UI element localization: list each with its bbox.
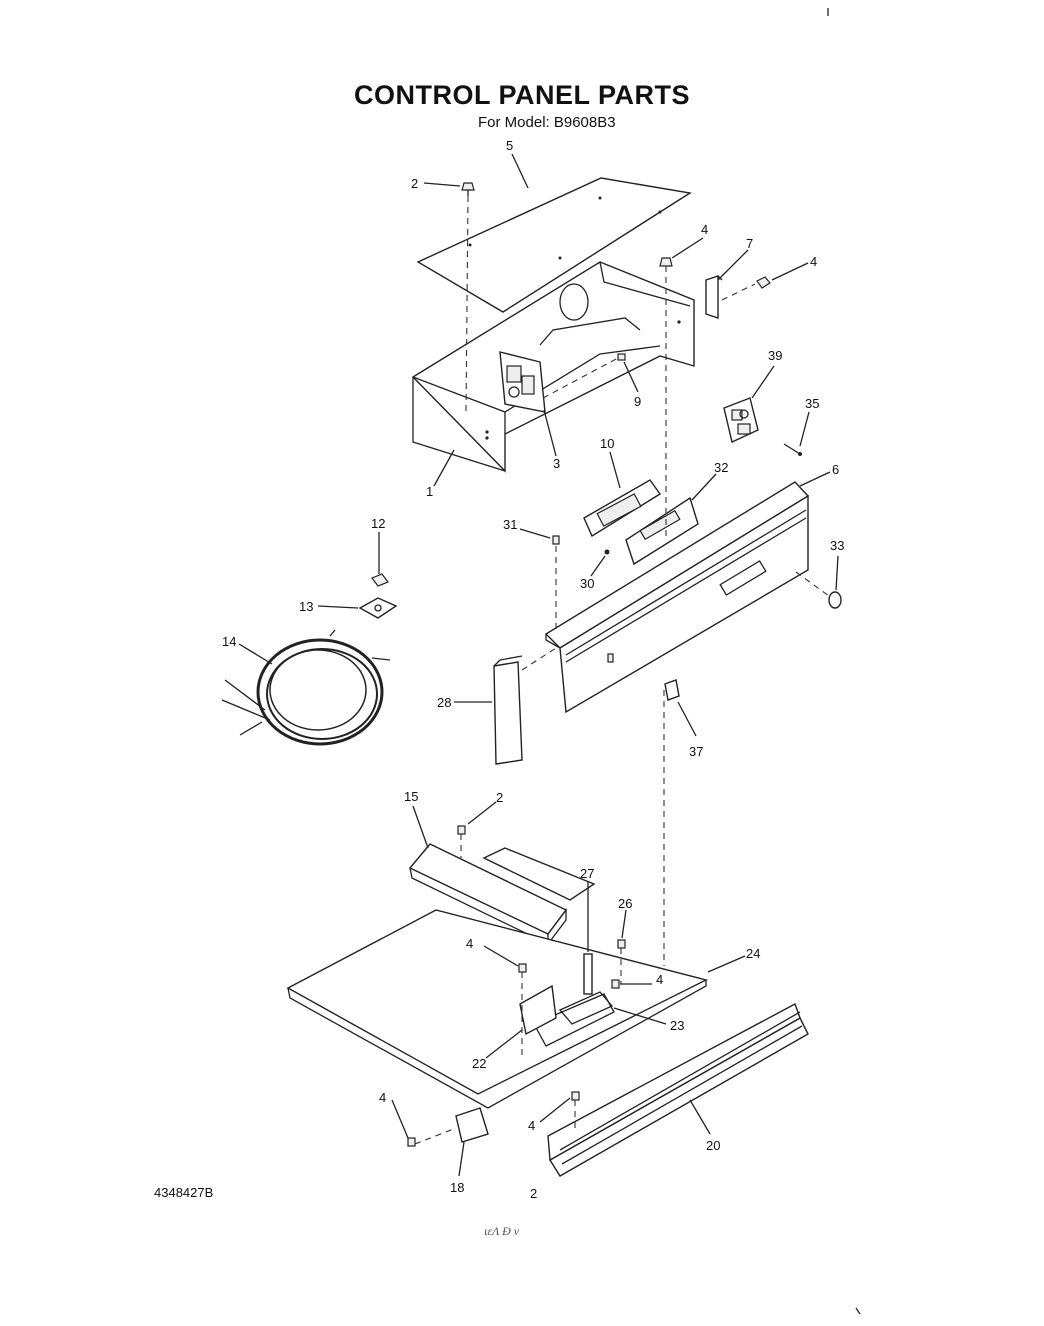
part-37-clip	[664, 679, 680, 701]
callout-30: 30	[580, 576, 594, 591]
part-35-screw	[783, 443, 802, 456]
part-2-screw-middle	[457, 825, 466, 835]
part-4-screw-lower-left	[407, 1137, 416, 1147]
callout-9: 9	[634, 394, 641, 409]
callout-28: 28	[437, 695, 451, 710]
part-1-control-housing	[411, 261, 695, 473]
part-31-screw	[552, 535, 560, 545]
callout-13: 13	[299, 599, 313, 614]
callout-37: 37	[689, 744, 703, 759]
part-3-switch-bracket	[499, 351, 546, 413]
part-7-bracket	[705, 275, 723, 319]
callout-4-base-right: 4	[656, 972, 663, 987]
part-39-switch	[723, 397, 759, 443]
callout-5: 5	[506, 138, 513, 153]
callout-4-upper: 4	[701, 222, 708, 237]
part-4-screw-upper	[659, 257, 673, 267]
part-30-screw	[604, 549, 610, 555]
part-22-bracket	[519, 984, 557, 1036]
callout-15: 15	[404, 789, 418, 804]
part-12-clip	[371, 573, 389, 587]
part-20-trim	[547, 1002, 809, 1177]
part-5-top-cover	[416, 177, 692, 313]
callout-2-top: 2	[411, 176, 418, 191]
part-26-clip	[617, 939, 626, 949]
part-27-lever	[583, 953, 593, 995]
callout-4-base-left: 4	[466, 936, 473, 951]
callout-23: 23	[670, 1018, 684, 1033]
callout-6: 6	[832, 462, 839, 477]
callout-3: 3	[553, 456, 560, 471]
part-4-screw-base-left	[518, 963, 527, 973]
callout-18: 18	[450, 1180, 464, 1195]
part-13-plate	[358, 597, 398, 619]
part-2-screw-top	[461, 182, 475, 196]
callout-27: 27	[580, 866, 594, 881]
callout-32: 32	[714, 460, 728, 475]
callout-10: 10	[600, 436, 614, 451]
part-33-knob	[828, 591, 842, 609]
part-14-wire-harness	[221, 629, 391, 746]
callout-2-middle: 2	[496, 790, 503, 805]
callout-labels: 5 2 4 7 4 39 35 9 3 1 10 32 6 31 33 30 1…	[222, 138, 844, 1195]
alignment-lines	[414, 195, 830, 1145]
callout-1: 1	[426, 484, 433, 499]
callout-7: 7	[746, 236, 753, 251]
leader-lines	[238, 153, 839, 1177]
callout-14: 14	[222, 634, 236, 649]
part-24-base-panel	[286, 847, 708, 1109]
page-mark: 2	[530, 1186, 538, 1201]
callout-35: 35	[805, 396, 819, 411]
callout-24: 24	[746, 946, 760, 961]
callout-33: 33	[830, 538, 844, 553]
part-23-plate	[558, 991, 614, 1025]
model-subtitle: For Model: B9608B3	[478, 114, 616, 131]
callout-20: 20	[706, 1138, 720, 1153]
part-4-nut-right	[756, 276, 771, 289]
part-4-screw-lower-center	[571, 1091, 580, 1101]
callout-31: 31	[503, 517, 517, 532]
callout-4-right: 4	[810, 254, 817, 269]
part-4-screw-base-right	[611, 979, 620, 989]
callout-12: 12	[371, 516, 385, 531]
document-number: 4348427B	[154, 1185, 214, 1200]
callout-4-lower-left: 4	[379, 1090, 386, 1105]
callout-39: 39	[768, 348, 782, 363]
part-10-display-board	[583, 479, 662, 538]
callout-26: 26	[618, 896, 632, 911]
part-6-control-panel	[544, 481, 810, 714]
part-18-bracket	[455, 1107, 489, 1143]
diagram-title: CONTROL PANEL PARTS	[353, 80, 691, 110]
part-32-board	[625, 496, 699, 566]
part-9-screw	[617, 353, 626, 361]
corner-tick-bottom	[855, 1307, 861, 1315]
handwritten-note: ιεΛ Ɖ ν	[484, 1224, 520, 1238]
callout-4-lower-center: 4	[528, 1118, 535, 1133]
callout-22: 22	[472, 1056, 486, 1071]
part-28-end-cap	[493, 655, 523, 765]
